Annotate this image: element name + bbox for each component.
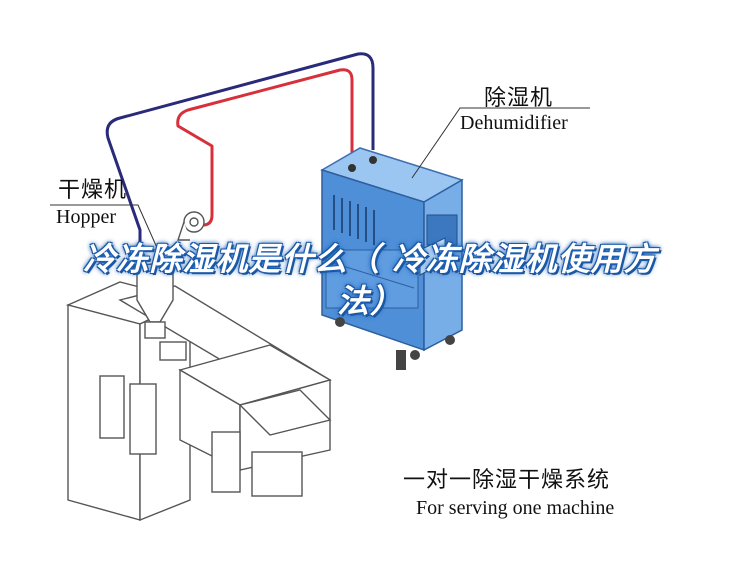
leader-lines — [50, 107, 590, 251]
pipe-return — [176, 68, 354, 227]
molding-machine — [65, 211, 332, 522]
hopper-label-cn: 干燥机 — [58, 178, 128, 203]
caption-en: For serving one machine — [416, 497, 615, 519]
dehumidifier-label-cn: 除湿机 — [484, 86, 554, 111]
dehumidifier-label-en: Dehumidifier — [460, 112, 568, 134]
hopper-label-en: Hopper — [56, 206, 116, 228]
pipe-supply — [105, 52, 375, 300]
caption-cn: 一对一除湿干燥系统 — [403, 468, 611, 493]
overlay-title: 冷冻除湿机是什么（ 冷冻除湿机使用方法） — [83, 240, 657, 320]
dehumidifier-unit — [320, 147, 464, 370]
